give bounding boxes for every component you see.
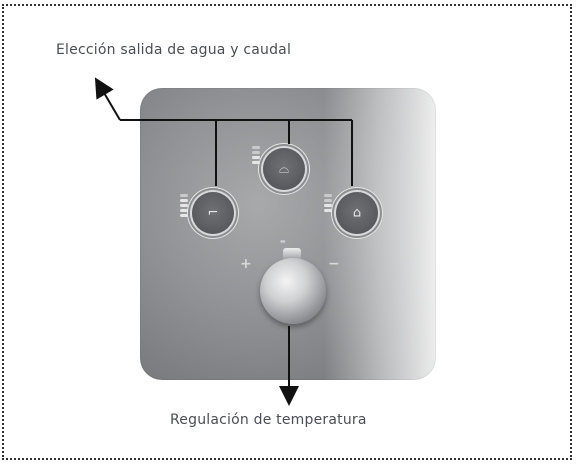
rain-shower-flow-indicator (180, 192, 188, 219)
hand-shower-button[interactable]: ⌂ (336, 192, 378, 234)
temperature-regulation-label: Regulación de temperatura (170, 412, 367, 428)
hand-shower-icon: ⌂ (352, 205, 362, 221)
bathtub-flow-indicator (252, 144, 260, 166)
plus-sign: + (240, 256, 252, 272)
hand-shower-flow-indicator (324, 192, 332, 214)
bathtub-icon: ⌓ (278, 161, 290, 177)
outlet-selection-label: Elección salida de agua y caudal (56, 42, 292, 58)
minus-sign: − (328, 256, 340, 272)
rain-shower-icon: ⌐ (207, 205, 219, 221)
dotted-frame (2, 4, 572, 460)
temperature-dial[interactable] (260, 258, 326, 324)
rain-shower-button[interactable]: ⌐ (192, 192, 234, 234)
bathtub-button[interactable]: ⌓ (263, 148, 305, 190)
dial-stop-marking: ▬ (280, 238, 286, 245)
dial-notch (283, 248, 301, 260)
